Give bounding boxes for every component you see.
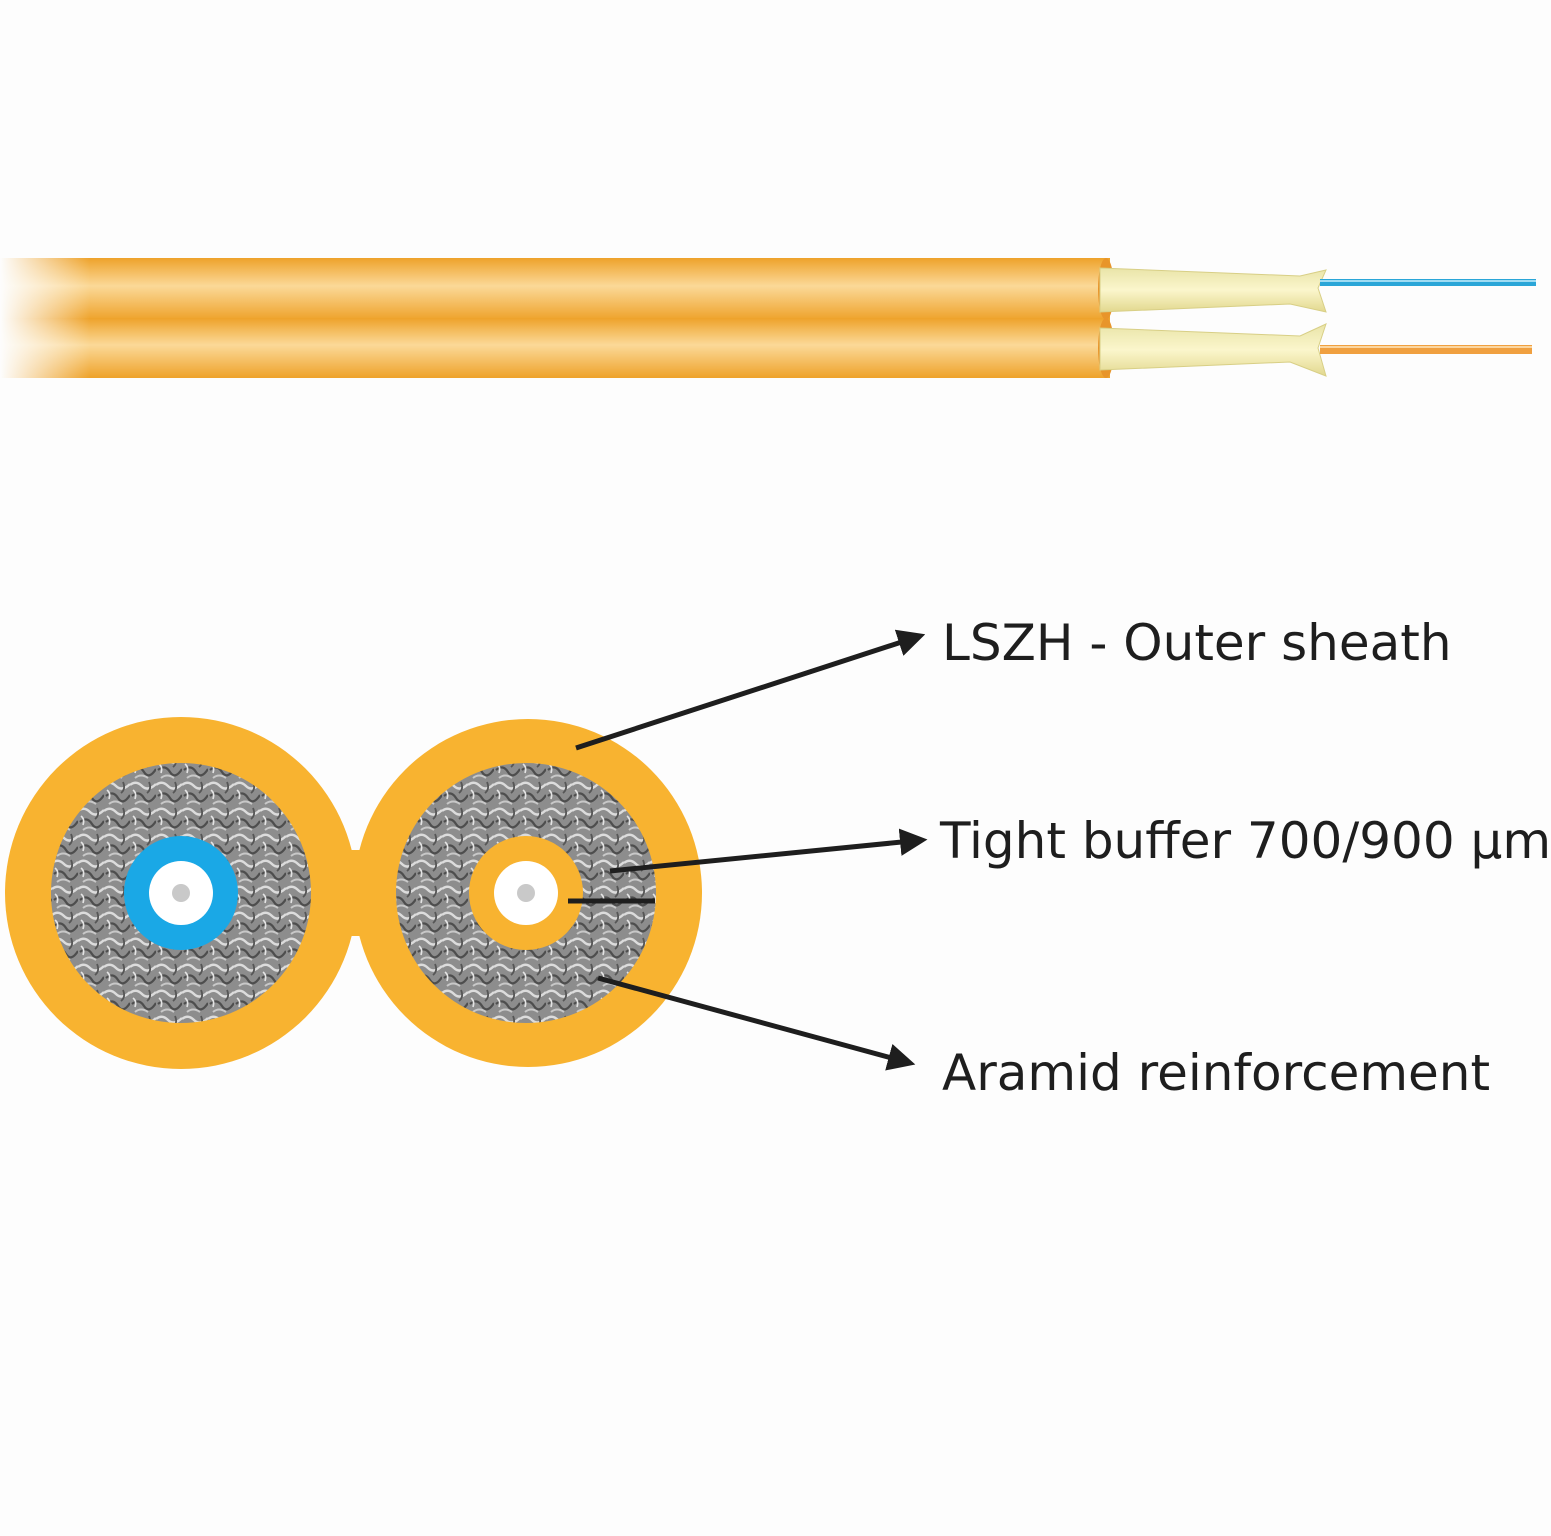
aramid-arrow	[597, 975, 916, 1071]
lower-aramid-yarn	[1099, 323, 1327, 377]
callout-arrows	[575, 629, 928, 1071]
orange-fiber-highlight	[1320, 346, 1532, 348]
outer-sheath-arrow	[575, 629, 926, 751]
upper-cable-jacket	[0, 258, 1110, 320]
cable-side-view	[0, 250, 1536, 386]
right-fiber-core	[517, 884, 535, 902]
upper-aramid-yarn	[1099, 267, 1327, 313]
lower-cable-jacket	[0, 318, 1110, 378]
blue-tight-buffer-fiber	[1320, 279, 1536, 286]
tight-buffer-label: Tight buffer 700/900 µm	[940, 812, 1551, 870]
orange-tight-buffer-fiber	[1320, 345, 1532, 354]
blue-fiber-highlight	[1320, 280, 1536, 282]
outer-sheath-label: LSZH - Outer sheath	[942, 614, 1452, 672]
tight-buffer-arrow	[609, 828, 928, 874]
left-fade-overlay	[0, 250, 90, 386]
cable-cross-section	[5, 717, 702, 1069]
aramid-reinforcement-label: Aramid reinforcement	[942, 1044, 1491, 1102]
left-fiber-core	[172, 884, 190, 902]
sheath-bridge	[330, 850, 380, 936]
